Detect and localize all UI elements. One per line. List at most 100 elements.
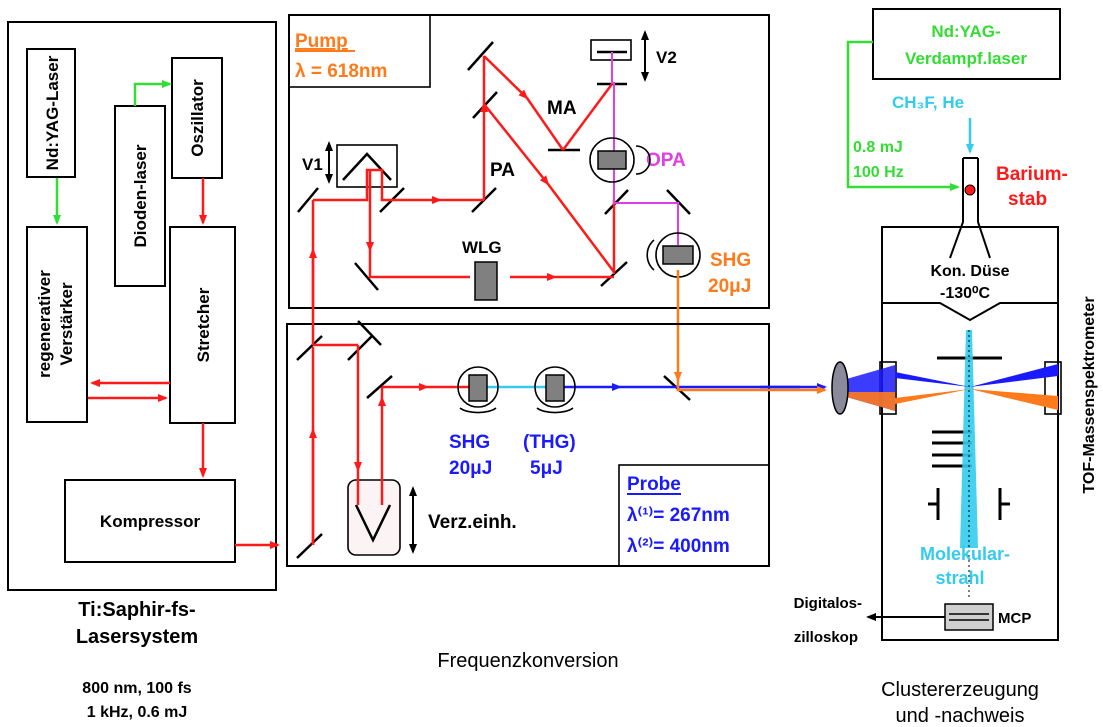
conv-thg-energy: 5μJ <box>530 458 563 479</box>
pa-label: PA <box>490 160 515 181</box>
ma-to-v2-beam <box>561 83 614 151</box>
conv-shg-rotation-arrow <box>459 407 497 414</box>
conv-splitter-mirror <box>347 335 373 361</box>
diode-to-oscillator-beam <box>133 80 172 106</box>
pump-wavelength: λ = 618nm <box>295 61 387 82</box>
pump-shg-label: SHG <box>710 250 751 271</box>
focusing-lens <box>831 361 849 415</box>
opa-rotation-arrow <box>635 145 651 175</box>
pump-lower-left-mirror <box>354 262 379 291</box>
pump-beam-diverge-right <box>970 389 1058 410</box>
laser-system-group: Nd:YAG-Laser Dioden-laser Oszillator reg… <box>7 21 280 721</box>
oscilloscope-label-1: Digitalos- <box>794 595 862 612</box>
regenerative-amplifier-box <box>26 226 88 423</box>
ndyag-laser-label: Nd:YAG-Laser <box>43 55 62 170</box>
diode-laser-box <box>114 105 166 287</box>
conv-turn-mirror <box>366 375 393 399</box>
delay-label: Verz.einh. <box>428 512 517 533</box>
conversion-frame <box>286 323 770 567</box>
nozzle-label-2: -130⁰C <box>940 285 990 302</box>
nozzle-label-1: Kon. Düse <box>930 263 1009 280</box>
probe-lambda-1: λ⁽¹⁾= 267nm <box>627 505 730 526</box>
cluster-title-1: Clustererzeugung <box>881 679 1039 701</box>
pa-diagonal-beam-a <box>483 103 550 186</box>
conv-upper-right-mirror <box>357 320 382 346</box>
pump-input-mirror <box>297 187 319 213</box>
oscillator-box <box>171 57 223 179</box>
barium-label-2: stab <box>1008 189 1047 210</box>
mcp-detector <box>944 603 994 631</box>
ma-label: MA <box>547 98 577 119</box>
cluster-group: Nd:YAG- Verdampf.laser 0.8 mJ 100 Hz CH₃… <box>794 8 1098 727</box>
stretcher-label: Stretcher <box>194 287 213 362</box>
source-tube-right <box>977 158 991 259</box>
conv-shg-mount <box>457 366 499 408</box>
conv-thg-rotation-arrow <box>536 407 574 414</box>
laser-system-spec-1: 800 nm, 100 fs <box>82 680 192 697</box>
regenerative-amplifier-label-1: regenerativer <box>35 270 54 378</box>
molecular-beam-label-1: Molekular- <box>920 544 1010 564</box>
mcp-label: MCP <box>998 610 1031 627</box>
oscilloscope-label-2: zilloskop <box>794 629 858 646</box>
gas-label: CH₃F, He <box>892 93 964 112</box>
probe-heading: Probe <box>627 474 681 495</box>
conv-shg-label: SHG <box>449 432 490 453</box>
skimmer-plate <box>882 302 1058 322</box>
oscillator-label: Oszillator <box>188 79 207 157</box>
regenerative-amplifier-label-2: Verstärker <box>57 282 76 366</box>
wlg-crystal <box>474 261 498 301</box>
v2-label: V2 <box>656 48 677 67</box>
lower-beam-1 <box>368 250 470 279</box>
compressor-box <box>64 479 236 563</box>
beam-envelope-orange <box>843 392 895 411</box>
opa-crystal-mount <box>589 137 635 183</box>
top-diagonal-beam-b <box>525 97 565 151</box>
pa-diagonal-beam-b <box>547 183 615 273</box>
vacuum-chamber <box>881 226 1059 641</box>
conv-input-bottom-mirror <box>296 533 323 559</box>
pump-label-box <box>288 14 431 88</box>
conv-shg-energy: 20μJ <box>449 458 492 479</box>
pump-combined-beam <box>676 380 760 392</box>
opa-signal-beam <box>613 82 679 245</box>
conversion-group: Verz.einh. SHG 20μJ (THG) 5μJ P <box>286 200 827 672</box>
v1-label: V1 <box>302 155 323 174</box>
conv-input-top-mirror <box>296 335 323 361</box>
probe-beam-focus-left <box>895 372 970 387</box>
molecular-beam-label-2: strahl <box>935 568 984 588</box>
pump-top-mirror <box>467 41 494 71</box>
probe-lambda-2: λ⁽²⁾= 400nm <box>627 536 730 557</box>
delay-unit-box <box>347 479 401 556</box>
conv-shg-crystal <box>468 374 488 402</box>
laser-system-frame <box>7 21 277 591</box>
probe-beam-diverge-right <box>970 364 1058 387</box>
vaporization-rate: 100 Hz <box>853 164 904 181</box>
molecular-beam-cone <box>960 330 978 548</box>
conv-thg-mount <box>534 366 576 408</box>
probe-label-box <box>618 464 770 567</box>
conv-thg-crystal <box>545 374 565 402</box>
pump-shg-crystal <box>662 245 694 265</box>
source-tube-left <box>949 158 964 259</box>
tof-right-window <box>1044 361 1062 415</box>
pump-beam-focus-left <box>895 389 970 404</box>
barium-rod <box>964 184 976 196</box>
vaporization-laser-beam <box>846 40 960 191</box>
laser-system-title-1: Ti:Saphir-fs- <box>78 599 195 621</box>
vaporization-laser-label-1: Nd:YAG- <box>931 22 1000 41</box>
conv-thg-label: (THG) <box>523 432 576 453</box>
tof-label: TOF-Massenspektrometer <box>1081 296 1098 493</box>
pump-frame <box>288 14 770 309</box>
vaporization-energy: 0.8 mJ <box>853 139 903 156</box>
top-diagonal-beam-a <box>483 55 529 100</box>
vaporization-laser-label-2: Verdampf.laser <box>905 49 1027 68</box>
wlg-label: WLG <box>462 238 502 257</box>
opa-crystal <box>597 150 627 170</box>
vaporization-laser-box <box>872 8 1061 80</box>
delay-retroreflector <box>354 504 392 543</box>
conversion-title: Frequenzkonversion <box>437 650 618 672</box>
opa-label: OPA <box>646 150 686 171</box>
compressor-label: Kompressor <box>100 512 201 531</box>
laser-system-spec-2: 1 kHz, 0.6 mJ <box>87 704 188 721</box>
